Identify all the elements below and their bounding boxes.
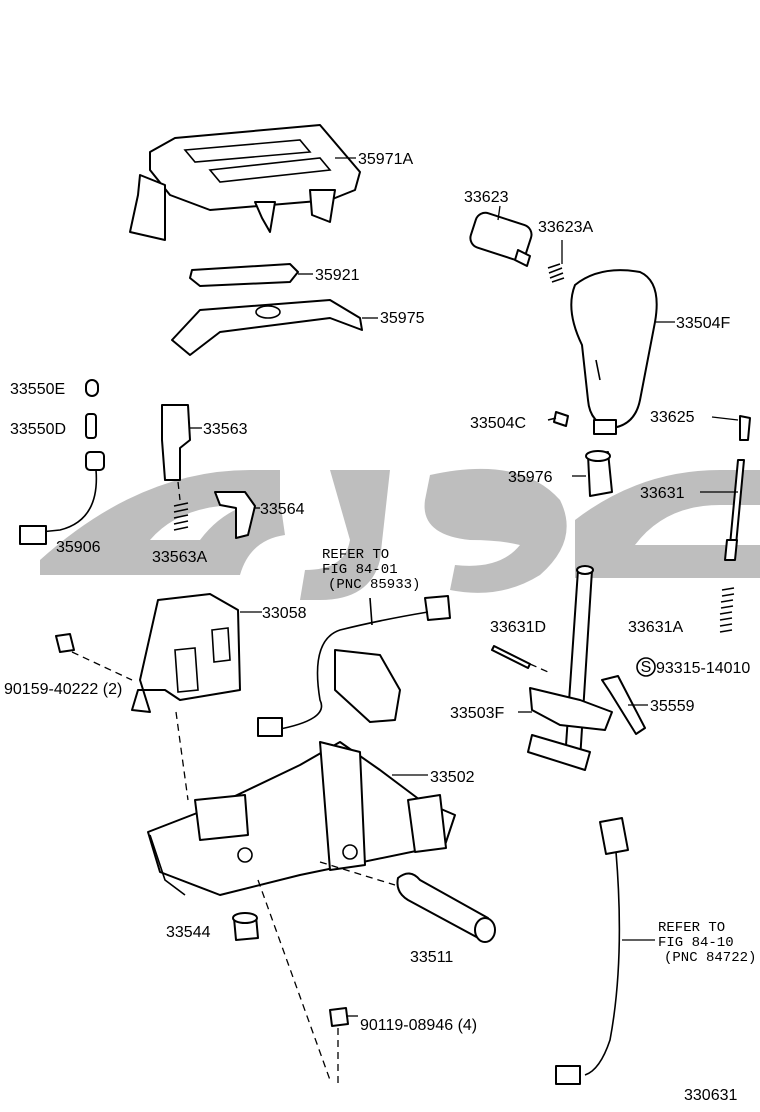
part-label-90119: 90119-08946 (4) bbox=[360, 1017, 477, 1034]
refer-note-85933-line3: (PNC 85933) bbox=[328, 577, 420, 593]
part-label-35971A: 35971A bbox=[358, 151, 413, 168]
figure-number: 330631 bbox=[684, 1087, 737, 1104]
harness-85933 bbox=[257, 595, 451, 737]
part-label-33564: 33564 bbox=[260, 501, 305, 518]
refer-note-85933: REFER TO FIG 84-01 (PNC 85933) bbox=[322, 547, 420, 593]
refer-note-85933-line1: REFER TO bbox=[322, 547, 389, 563]
part-label-33631: 33631 bbox=[640, 485, 685, 502]
part-label-33623: 33623 bbox=[464, 189, 509, 206]
part-label-35975: 35975 bbox=[380, 310, 425, 327]
screw-33504C bbox=[547, 411, 569, 427]
bracket-33564 bbox=[214, 491, 260, 539]
part-label-33631D: 33631D bbox=[490, 619, 546, 636]
refer-note-84722-line3: (PNC 84722) bbox=[664, 950, 756, 966]
bolt-90119 bbox=[257, 879, 358, 1085]
spring-33563A bbox=[173, 502, 189, 531]
part-label-33631A: 33631A bbox=[628, 619, 683, 636]
console-panel-35971A bbox=[129, 124, 361, 241]
harness-84722 bbox=[555, 817, 655, 1085]
bulb-33550E bbox=[85, 379, 99, 397]
base-assembly-33502 bbox=[147, 741, 456, 896]
part-label-90159: 90159-40222 (2) bbox=[4, 681, 122, 698]
s-symbol-icon: S bbox=[636, 657, 656, 677]
shift-lever-33503F bbox=[518, 565, 613, 771]
s-symbol-text: S bbox=[641, 659, 652, 676]
wire-harness-35906 bbox=[19, 451, 105, 545]
clip-33625 bbox=[711, 415, 751, 441]
part-label-35906: 35906 bbox=[56, 539, 101, 556]
switch-33623 bbox=[469, 205, 533, 267]
spring-33631A bbox=[719, 587, 735, 633]
lock-33563 bbox=[161, 404, 202, 501]
plate-35921 bbox=[189, 263, 313, 287]
part-label-33623A: 33623A bbox=[538, 219, 593, 236]
bushing-33544 bbox=[232, 912, 259, 941]
part-label-33544: 33544 bbox=[166, 924, 211, 941]
part-label-93315: 93315-14010 bbox=[656, 660, 750, 677]
part-label-33058: 33058 bbox=[262, 605, 307, 622]
refer-note-84722: REFER TO FIG 84-10 (PNC 84722) bbox=[658, 920, 756, 966]
link-35559 bbox=[601, 675, 648, 735]
guide-line-bracket bbox=[175, 711, 189, 801]
part-label-33563A: 33563A bbox=[152, 549, 207, 566]
part-label-35976: 35976 bbox=[508, 469, 553, 486]
refer-note-84722-line2: FIG 84-10 bbox=[658, 935, 734, 951]
cover-35975 bbox=[171, 299, 378, 356]
part-label-35559: 35559 bbox=[650, 698, 695, 715]
part-label-35921: 35921 bbox=[315, 267, 360, 284]
part-label-33563: 33563 bbox=[203, 421, 248, 438]
handle-33511 bbox=[319, 861, 496, 943]
refer-note-84722-line1: REFER TO bbox=[658, 920, 725, 936]
rod-33631 bbox=[700, 459, 745, 561]
part-label-33503F: 33503F bbox=[450, 705, 504, 722]
part-label-33625: 33625 bbox=[650, 409, 695, 426]
shift-knob-33504F bbox=[570, 269, 675, 435]
socket-33550D bbox=[85, 413, 97, 439]
boot-35976 bbox=[572, 450, 613, 497]
part-label-33504F: 33504F bbox=[676, 315, 730, 332]
part-label-33550D: 33550D bbox=[10, 421, 66, 438]
bolt-90159 bbox=[55, 633, 133, 681]
bracket-plate-33058 bbox=[131, 593, 262, 713]
part-label-33502: 33502 bbox=[430, 769, 475, 786]
pin-33631D bbox=[491, 645, 549, 673]
part-label-33511: 33511 bbox=[410, 949, 453, 966]
part-label-33550E: 33550E bbox=[10, 381, 65, 398]
refer-note-85933-line2: FIG 84-01 bbox=[322, 562, 398, 578]
part-label-33504C: 33504C bbox=[470, 415, 526, 432]
spring-33623A bbox=[547, 240, 565, 283]
